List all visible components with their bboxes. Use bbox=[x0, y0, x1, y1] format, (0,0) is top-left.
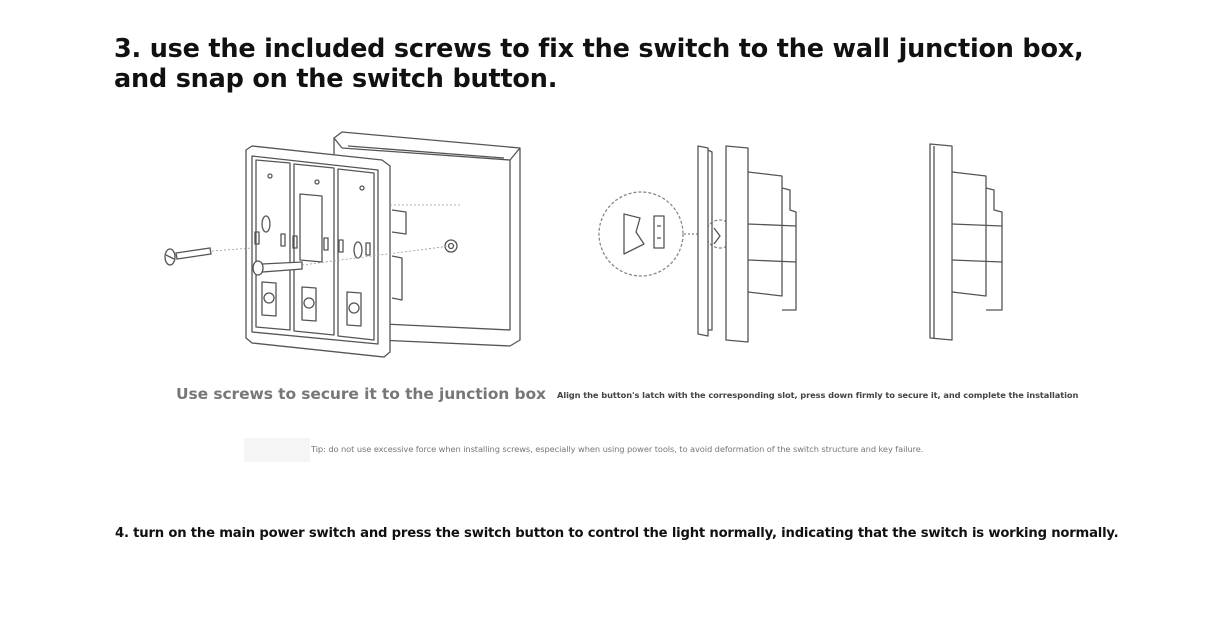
tip-text: Tip: do not use excessive force when ins… bbox=[311, 444, 924, 454]
caption-align-latch: Align the button's latch with the corres… bbox=[557, 390, 1079, 400]
side-view-latch-drawing bbox=[598, 145, 797, 343]
tip-label-box bbox=[244, 438, 310, 462]
step-4-text: 4. turn on the main power switch and pre… bbox=[115, 526, 1119, 541]
caption-secure-screws: Use screws to secure it to the junction … bbox=[176, 385, 546, 403]
step-3-heading: 3. use the included screws to fix the sw… bbox=[114, 34, 1084, 94]
side-view-installed-drawing bbox=[929, 143, 1003, 341]
screws-drawing bbox=[164, 247, 303, 276]
switch-plate-drawing bbox=[245, 145, 391, 358]
